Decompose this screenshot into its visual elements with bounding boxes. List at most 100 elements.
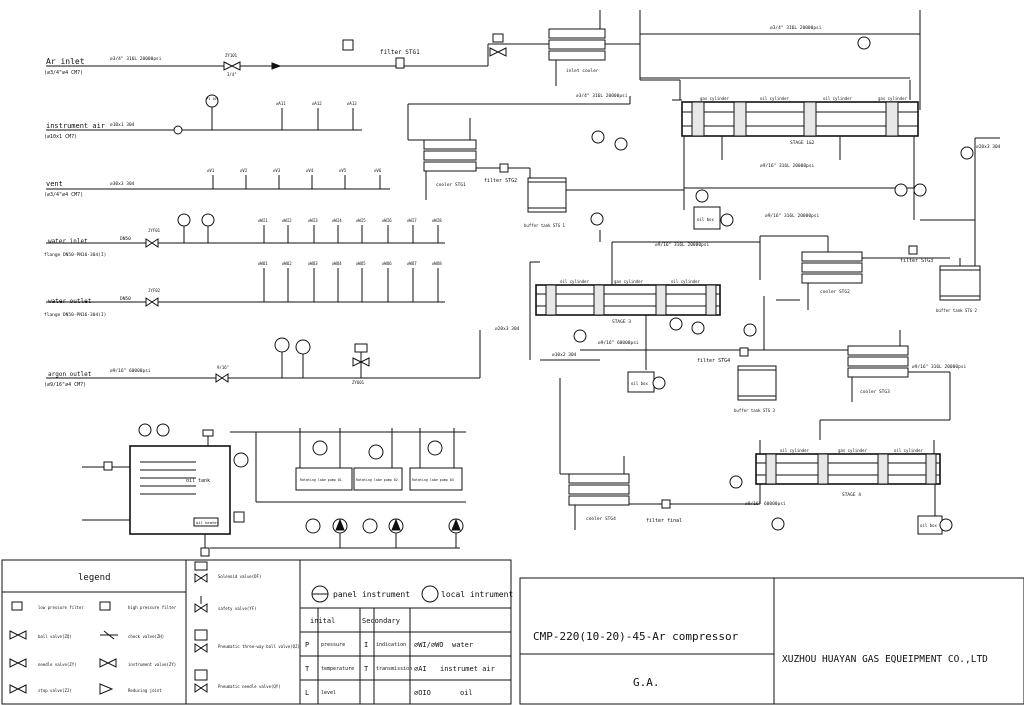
oil-pumps: Rotating lobe pump 01 Rotating lobe pump… [210,428,466,549]
svg-text:filter final: filter final [646,518,682,524]
svg-text:⌀V5: ⌀V5 [339,168,347,173]
argon-outlet-label: argon outlet [48,371,92,378]
svg-text:gas cylinder: gas cylinder [838,448,867,453]
vent-label: vent [46,180,63,188]
cooler-stg1: cooler STG1 [407,96,631,200]
svg-text:buffer tank STG 3: buffer tank STG 3 [734,408,776,413]
svg-text:oil cylinder: oil cylinder [560,279,589,284]
svg-text:temperature: temperature [321,666,354,672]
svg-text:oil cylinder: oil cylinder [780,448,809,453]
svg-text:⌀WI3: ⌀WI3 [308,218,318,223]
svg-text:⌀WI4: ⌀WI4 [332,218,342,223]
svg-text:inlet cooler: inlet cooler [566,68,599,74]
svg-text:⌀9/16" 60000psi: ⌀9/16" 60000psi [110,368,151,374]
svg-text:⌀OIO: ⌀OIO [414,689,431,697]
svg-text:Rotating lobe pump 01: Rotating lobe pump 01 [300,478,342,482]
svg-text:transmission: transmission [376,666,412,672]
svg-text:level: level [321,690,336,696]
svg-text:instrument valve(ZY): instrument valve(ZY) [128,662,176,667]
svg-text:⌀WI6: ⌀WI6 [382,218,392,223]
svg-text:⌀A13: ⌀A13 [347,101,357,106]
svg-text:⌀WO7: ⌀WO7 [407,261,417,266]
buffer-tank-2: buffer tank STG 2 [936,265,981,313]
stage-3-compressor: oil cylinder gas cylinder oil cylinder S… [535,279,721,325]
svg-text:⌀WI5: ⌀WI5 [356,218,366,223]
water-outlet-line: water outlet flange DN50-PN16-304(I) DN5… [44,261,445,318]
svg-text:⌀A12: ⌀A12 [312,101,322,106]
svg-text:STAGE 3: STAGE 3 [612,319,631,325]
svg-text:⌀V4: ⌀V4 [306,168,314,173]
svg-text:buffer tank STG 2: buffer tank STG 2 [936,308,978,313]
water-inlet-line: water inlet flange DN50-PN16-304(I) DN50… [44,213,445,258]
svg-text:⌀10x2 304: ⌀10x2 304 [552,352,577,358]
svg-text:⌀9/16" 316L 20000psi: ⌀9/16" 316L 20000psi [655,242,709,248]
svg-text:⌀WO8: ⌀WO8 [432,261,442,266]
svg-text:Reducing joint: Reducing joint [128,688,162,693]
svg-text:⌀WI7: ⌀WI7 [407,218,417,223]
ar-inlet-line: Ar inlet (⌀3/4"⌀4 CM7) ⌀3/4" 316L 20000p… [44,49,488,77]
ar-inlet-pipe: ⌀3/4" 316L 20000psi [110,56,162,62]
svg-text:check valve(ZH): check valve(ZH) [128,634,164,639]
instrument-air-line: instrument air (⌀10x1 CM7) ⌀10x1 304 PI … [44,94,362,140]
svg-text:DN50: DN50 [120,236,131,242]
cooler-stg4: cooler STG4 [559,378,761,530]
svg-text:oil tank: oil tank [186,478,210,484]
svg-text:inital: inital [310,617,335,625]
svg-text:oil: oil [460,689,473,697]
svg-text:ZY101: ZY101 [225,53,238,58]
filter-stg1-icon [395,57,405,69]
inlet-cooler: inlet cooler [342,10,640,86]
svg-text:STAGE 1&2: STAGE 1&2 [790,140,815,146]
svg-text:JYF01: JYF01 [148,228,161,233]
svg-text:flange DN50-PN16-304(I): flange DN50-PN16-304(I) [44,312,106,318]
company-name: XUZHOU HUAYAN GAS EQUEIPMENT CO.,LTD [782,654,988,665]
svg-text:ball valve(ZQ): ball valve(ZQ) [38,634,72,639]
buffer-tank-3: buffer tank STG 3 [734,365,777,413]
cooler-stg2: cooler STG2 [759,235,950,310]
svg-text:⌀9/16" 60000psi: ⌀9/16" 60000psi [598,340,639,346]
svg-text:filter STG4: filter STG4 [697,358,730,364]
svg-text:oil cylinder: oil cylinder [671,279,700,284]
svg-text:⌀WI1: ⌀WI1 [258,218,268,223]
svg-text:Pneumatic three-way ball valve: Pneumatic three-way ball valve(QZ) [218,644,300,649]
svg-text:safety valve(YF): safety valve(YF) [218,606,257,611]
svg-text:oil box: oil box [631,381,648,386]
svg-text:⌀WO1: ⌀WO1 [258,261,268,266]
svg-text:Rotating lobe pump 02: Rotating lobe pump 02 [356,478,398,482]
svg-text:⌀WO5: ⌀WO5 [356,261,366,266]
svg-text:⌀20x3 304: ⌀20x3 304 [976,144,1001,150]
svg-text:low pressure filter: low pressure filter [38,605,84,610]
svg-text:gas cylinder: gas cylinder [878,96,907,101]
svg-text:⌀A11: ⌀A11 [276,101,286,106]
svg-text:high pressure filter: high pressure filter [128,605,177,610]
svg-text:⌀20x3 304: ⌀20x3 304 [495,326,520,332]
svg-text:Pneumatic needle valve(QY): Pneumatic needle valve(QY) [218,684,281,689]
svg-text:gas cylinder: gas cylinder [700,96,729,101]
svg-text:PI 101: PI 101 [206,97,219,101]
svg-text:panel instrument: panel instrument [333,590,410,599]
svg-text:oil cylinder: oil cylinder [760,96,789,101]
svg-text:oil heater: oil heater [196,520,220,525]
svg-text:⌀WO2: ⌀WO2 [282,261,292,266]
svg-text:cooler STG3: cooler STG3 [860,389,890,395]
svg-text:STAGE 4: STAGE 4 [842,492,861,498]
svg-text:Rotating lobe pump 03: Rotating lobe pump 03 [412,478,454,482]
svg-text:⌀V3: ⌀V3 [273,168,281,173]
oil-box-2: oil box [627,371,666,393]
svg-text:needle valve(ZY): needle valve(ZY) [38,662,77,667]
svg-text:filter STG3: filter STG3 [900,258,933,264]
svg-text:⌀WI8: ⌀WI8 [432,218,442,223]
svg-text:cooler STG4: cooler STG4 [586,516,616,522]
svg-text:Solenoid valve(DF): Solenoid valve(DF) [218,574,261,579]
svg-text:water: water [452,641,473,649]
cooler-stg3: cooler STG3 [819,330,951,440]
svg-text:(⌀10x1 CM7): (⌀10x1 CM7) [44,134,77,140]
svg-text:⌀V1: ⌀V1 [207,168,215,173]
svg-text:(⌀9/16"⌀4 CM7): (⌀9/16"⌀4 CM7) [44,382,86,388]
svg-text:oil box: oil box [920,523,937,528]
svg-text:⌀10x1 304: ⌀10x1 304 [110,122,135,128]
svg-text:T: T [305,665,310,673]
svg-text:oil cylinder: oil cylinder [894,448,923,453]
svg-text:⌀9/16" 316L 20000psi: ⌀9/16" 316L 20000psi [912,364,966,370]
svg-text:⌀AI: ⌀AI [414,665,427,673]
